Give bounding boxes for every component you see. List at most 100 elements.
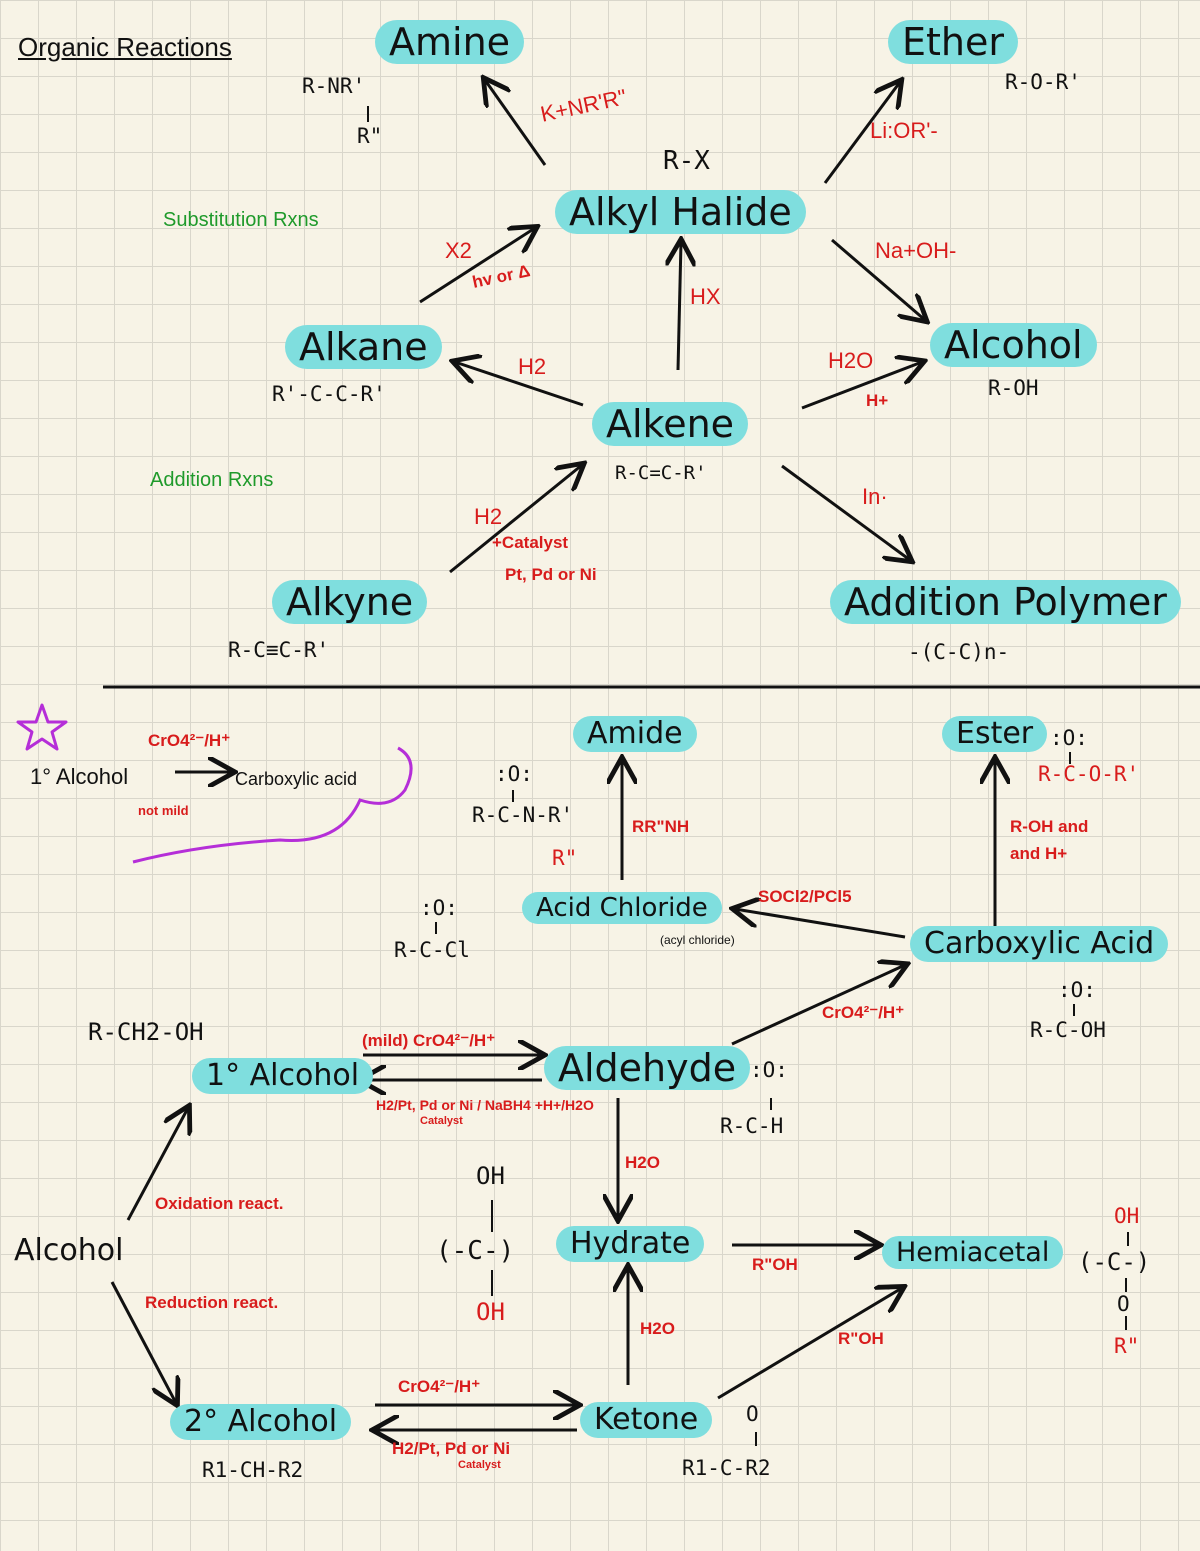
reagent-alkene-h2: H2 bbox=[518, 354, 547, 379]
star-to: Carboxylic acid bbox=[235, 769, 358, 789]
reagent-to-ester-1: R-OH and bbox=[1010, 817, 1089, 836]
arrow-alcohol-to-alc1 bbox=[126, 1108, 188, 1221]
node-ester: Ester bbox=[942, 716, 1048, 752]
node-addition-polymer: Addition Polymer bbox=[830, 580, 1181, 624]
star-from: 1° Alcohol bbox=[30, 764, 129, 789]
formula-amide: R-C-N-R' bbox=[472, 803, 574, 827]
arrow-alcohol-to-alc2 bbox=[110, 1281, 176, 1403]
formula-ester: R-C-O-R' bbox=[1038, 762, 1140, 786]
arrow-halide-to-amine bbox=[485, 80, 547, 166]
reagent-halide-to-alcohol: Na+OH- bbox=[875, 238, 957, 263]
node-primary-alcohol: 1° Alcohol bbox=[192, 1058, 374, 1094]
reagent-to-acid-chloride: SOCl2/PCl5 bbox=[758, 887, 852, 906]
arrow-acid-to-acidchloride bbox=[735, 909, 906, 939]
formula-hydrate-bot: OH bbox=[476, 1298, 505, 1326]
reagent-alkyne-metals: Pt, Pd or Ni bbox=[505, 565, 597, 584]
reagent-alkene-hx: HX bbox=[690, 284, 721, 309]
reagent-aldehyde-to-alc1-sub: Catalyst bbox=[420, 1115, 463, 1127]
arrow-alkene-to-alcohol bbox=[801, 362, 922, 410]
reagent-initiator: In· bbox=[862, 484, 888, 509]
formula-alkyne: R-C≡C-R' bbox=[228, 638, 330, 662]
reagent-to-amide: RR"NH bbox=[632, 817, 690, 836]
arrow-ketone-to-hemiacetal bbox=[717, 1288, 902, 1400]
label-reduction: Reduction react. bbox=[145, 1293, 279, 1312]
reagent-aldehyde-to-acid: CrO4²⁻/H⁺ bbox=[822, 1003, 905, 1022]
reagent-to-ether: Li:OR'- bbox=[870, 118, 938, 143]
reagent-aldehyde-to-hydrate: H2O bbox=[625, 1153, 660, 1172]
node-amide: Amide bbox=[573, 716, 697, 752]
reagent-alkyne-h2: H2 bbox=[474, 504, 503, 529]
node-amine: Amine bbox=[375, 20, 525, 64]
formula-amide-top: :O: bbox=[495, 762, 533, 786]
formula-carboxylic: R-C-OH bbox=[1030, 1018, 1106, 1042]
reagent-alkene-h2o: H2O bbox=[828, 348, 874, 373]
star-reagent: CrO4²⁻/H⁺ bbox=[148, 731, 231, 750]
formula-ester-top: :O: bbox=[1050, 726, 1088, 750]
reagent-alkyne-catalyst: +Catalyst bbox=[492, 533, 569, 552]
node-aldehyde: Aldehyde bbox=[544, 1046, 751, 1090]
reagent-hydrate-to-hemiacetal: R"OH bbox=[752, 1255, 798, 1274]
star-bracket bbox=[132, 746, 413, 864]
node-alcohol-bottom: Alcohol bbox=[14, 1233, 124, 1268]
formula-ketone: R1-C-R2 bbox=[682, 1456, 771, 1480]
reagent-aldehyde-to-alc1: H2/Pt, Pd or Ni / NaBH4 +H+/H2O bbox=[376, 1097, 594, 1113]
formula-hemiacetal-mid: (-C-) bbox=[1078, 1248, 1151, 1276]
formula-carboxylic-top: :O: bbox=[1058, 978, 1096, 1002]
formula-hydrate-mid: (-C-) bbox=[436, 1236, 515, 1266]
node-acid-chloride: Acid Chloride bbox=[522, 892, 722, 924]
formula-aldehyde: R-C-H bbox=[720, 1114, 784, 1138]
formula-acid-chloride: R-C-Cl bbox=[394, 938, 470, 962]
formula-aldehyde-top: :O: bbox=[750, 1058, 788, 1082]
formula-amide-sub: R" bbox=[552, 846, 578, 870]
node-alkyne: Alkyne bbox=[272, 580, 428, 624]
formula-hydrate-top: OH bbox=[476, 1162, 505, 1190]
star-note: not mild bbox=[138, 803, 189, 818]
node-hemiacetal: Hemiacetal bbox=[882, 1236, 1064, 1269]
reagent-alkane-x2: X2 bbox=[445, 238, 472, 263]
formula-acid-chloride-top: :O: bbox=[420, 896, 458, 920]
arrow-alkyne-to-alkene bbox=[449, 465, 582, 574]
category-label-substitution: Substitution Rxns bbox=[163, 209, 319, 231]
formula-alcohol: R-OH bbox=[988, 376, 1039, 400]
reagent-ketone-to-hemiacetal: R"OH bbox=[838, 1329, 884, 1348]
arrow-halide-to-ether bbox=[823, 82, 900, 184]
formula-ketone-top: O bbox=[746, 1402, 759, 1426]
node-hydrate: Hydrate bbox=[556, 1226, 705, 1262]
node-ketone: Ketone bbox=[580, 1402, 713, 1438]
node-alkyl-halide: Alkyl Halide bbox=[555, 190, 806, 234]
acid-chloride-note: (acyl chloride) bbox=[660, 933, 735, 947]
arrow-halide-to-alcohol bbox=[831, 238, 925, 320]
node-carboxylic-acid: Carboxylic Acid bbox=[910, 926, 1169, 962]
formula-ether: R-O-R' bbox=[1005, 70, 1081, 94]
arrow-alkene-to-polymer bbox=[781, 464, 910, 560]
reagent-alc1-to-aldehyde: (mild) CrO4²⁻/H⁺ bbox=[362, 1031, 496, 1050]
arrow-alkane-to-halide bbox=[419, 228, 535, 304]
formula-amine-sub: R" bbox=[357, 124, 383, 148]
label-oxidation: Oxidation react. bbox=[155, 1194, 284, 1213]
reagent-alkene-hplus: H+ bbox=[866, 391, 889, 410]
formula-polymer: -(C-C)n- bbox=[908, 640, 1010, 664]
formula-primary-alcohol: R-CH2-OH bbox=[88, 1018, 204, 1046]
node-alcohol: Alcohol bbox=[930, 323, 1097, 367]
reagent-ketone-to-hydrate: H2O bbox=[640, 1319, 675, 1338]
formula-hemiacetal-r: R" bbox=[1114, 1334, 1140, 1358]
reagent-ketone-to-alc2-sub: Catalyst bbox=[458, 1459, 501, 1471]
formula-alkyl-halide: R-X bbox=[663, 146, 710, 176]
formula-alkane: R'-C-C-R' bbox=[272, 382, 386, 406]
formula-secondary-alcohol: R1-CH-R2 bbox=[202, 1458, 304, 1482]
formula-hemiacetal-o: O bbox=[1117, 1292, 1130, 1316]
arrow-alkene-to-alkane bbox=[455, 362, 584, 407]
formula-hemiacetal-top: OH bbox=[1114, 1204, 1140, 1228]
reagent-ketone-to-alc2: H2/Pt, Pd or Ni bbox=[392, 1439, 511, 1458]
page-title: Organic Reactions bbox=[18, 32, 232, 62]
arrow-aldehyde-to-acid bbox=[731, 965, 905, 1046]
formula-amine: R-NR' bbox=[302, 74, 366, 98]
star-icon bbox=[16, 703, 68, 751]
reagent-to-ester-2: and H+ bbox=[1010, 844, 1068, 863]
node-alkene: Alkene bbox=[592, 402, 749, 446]
reagent-alc2-to-ketone: CrO4²⁻/H⁺ bbox=[398, 1377, 481, 1396]
node-ether: Ether bbox=[888, 20, 1018, 64]
node-alkane: Alkane bbox=[285, 325, 442, 369]
arrow-alkene-to-halide bbox=[678, 242, 681, 371]
